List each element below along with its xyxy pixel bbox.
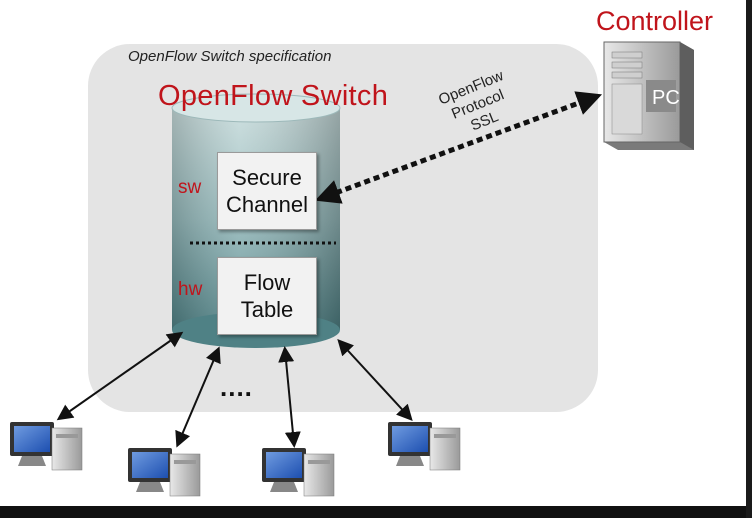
secure-channel-line2: Channel	[226, 192, 308, 217]
flow-table-box[interactable]: Flow Table	[217, 257, 317, 335]
openflow-protocol-arrow[interactable]	[314, 91, 603, 204]
switch-title: OpenFlow Switch	[158, 80, 389, 112]
host-link-2	[175, 346, 221, 448]
secure-channel-line1: Secure	[232, 164, 302, 190]
sw-label: sw	[178, 177, 202, 198]
desktop-computer-icon[interactable]	[262, 448, 335, 497]
desktop-computer-icon[interactable]	[10, 422, 83, 471]
right-edge	[746, 0, 752, 518]
host-links	[56, 331, 413, 448]
host-link-3	[278, 346, 301, 448]
secure-channel-box[interactable]: Secure Channel	[217, 152, 317, 230]
desktop-computer-icon[interactable]	[388, 422, 461, 471]
controller-title: Controller	[596, 6, 714, 36]
server-tower-icon[interactable]	[603, 41, 694, 150]
spec-caption: OpenFlow Switch specification	[128, 48, 332, 65]
flow-table-line2: Table	[240, 297, 294, 322]
more-hosts-ellipsis: ....	[220, 372, 253, 402]
host-link-1	[56, 331, 184, 421]
desktop-computer-icon[interactable]	[128, 448, 201, 497]
flow-table-line1: Flow	[243, 269, 291, 295]
pc-label: PC	[652, 87, 680, 109]
bottom-bar	[0, 506, 752, 518]
host-link-4	[337, 339, 413, 421]
hw-label: hw	[178, 279, 203, 300]
